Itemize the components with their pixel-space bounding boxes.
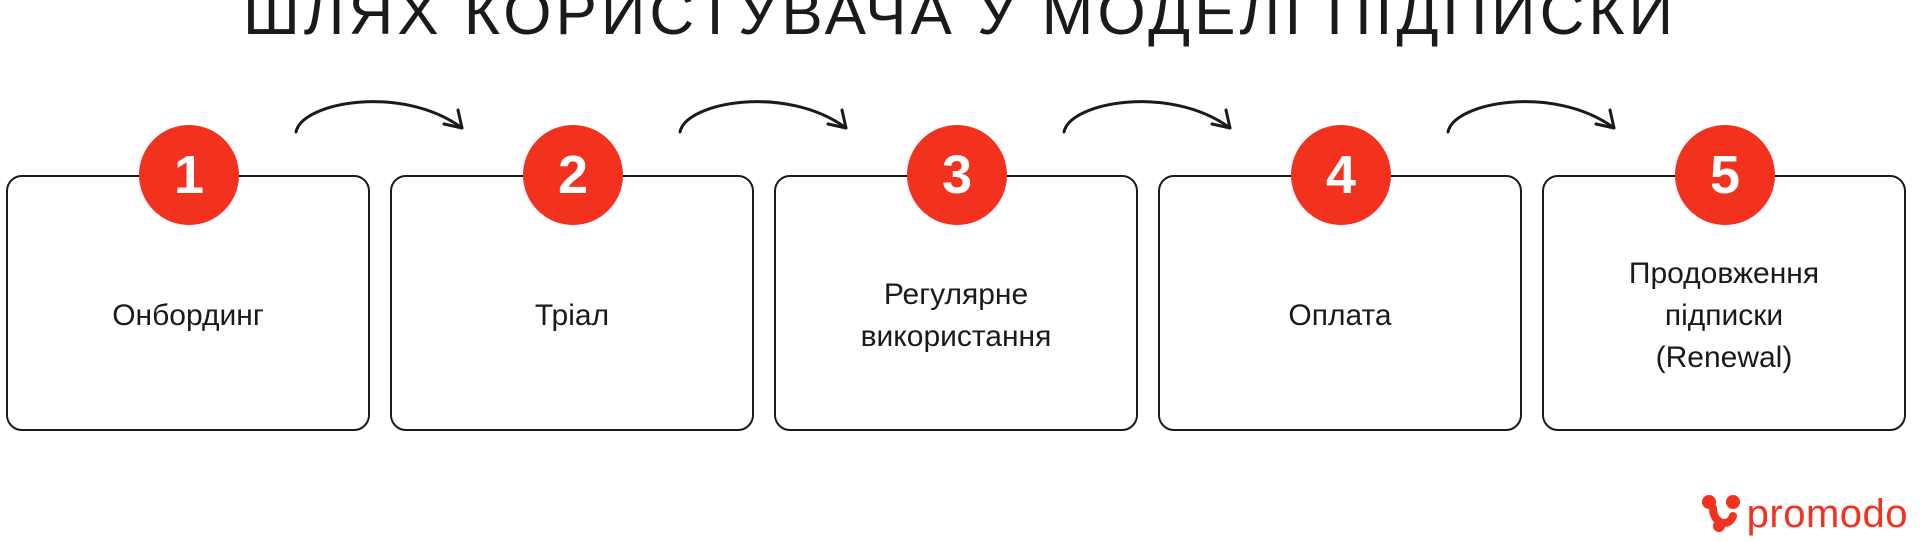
curved-arrow-icon bbox=[678, 100, 848, 134]
curved-arrow-icon bbox=[1062, 100, 1232, 134]
diagram-title: ШЛЯХ КОРИСТУВАЧА У МОДЕЛІ ПІДПИСКИ bbox=[242, 0, 1678, 48]
step-number-badge: 2 bbox=[523, 125, 623, 225]
step-number-badge: 5 bbox=[1675, 125, 1775, 225]
step-number-badge: 1 bbox=[139, 125, 239, 225]
logo-text: promodo bbox=[1746, 492, 1908, 536]
step-label: Онбординг bbox=[112, 299, 264, 332]
step-label: Тріал bbox=[534, 299, 610, 332]
curved-arrow-icon bbox=[294, 100, 464, 134]
step-box-3: Регулярне використання bbox=[774, 175, 1138, 431]
step-label: Продовження підписки (Renewal) bbox=[1628, 257, 1820, 374]
curved-arrow-icon bbox=[1446, 100, 1616, 134]
step-label: Оплата bbox=[1288, 299, 1392, 332]
step-number-badge: 3 bbox=[907, 125, 1007, 225]
step-label: Регулярне використання bbox=[860, 278, 1052, 353]
promodo-logo: promodo bbox=[1699, 492, 1908, 536]
step-number-badge: 4 bbox=[1291, 125, 1391, 225]
promodo-logo-icon bbox=[1701, 495, 1740, 532]
